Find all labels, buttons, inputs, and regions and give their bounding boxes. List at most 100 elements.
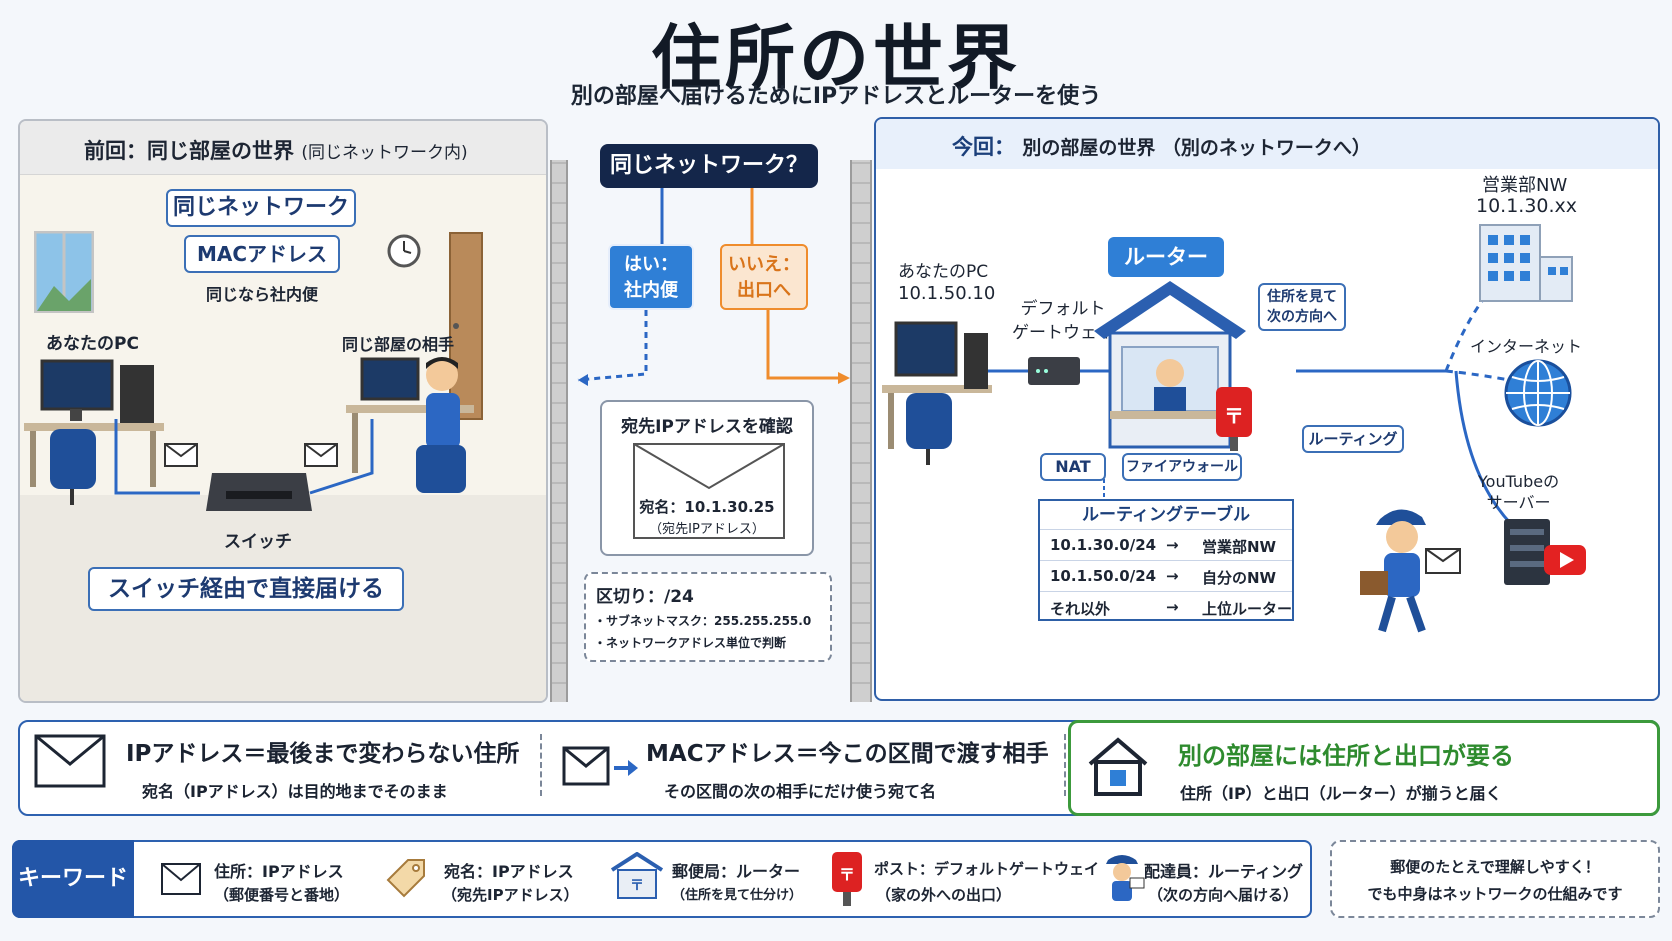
green-summary-sub: 住所（IP）と出口（ルーター）が揃うと届く (1180, 784, 1502, 803)
keyword-title: 郵便局：ルーター (672, 862, 801, 881)
yes-inhouse-label: はい： 社内便 (608, 244, 694, 310)
routing-table-title: ルーティングテーブル (1082, 505, 1250, 525)
table-row: それ以外 → 上位ルーター (1040, 591, 1292, 622)
mailbox-icon: 〒 (832, 852, 862, 906)
peer-label: 同じ部屋の相手 (342, 335, 455, 354)
envelope-icon (164, 443, 198, 467)
svg-text:〒: 〒 (839, 865, 855, 884)
desk-pc-icon (24, 359, 164, 505)
default-gateway-label: デフォルト ゲートウェイ (1012, 299, 1114, 343)
same-network-question: 同じネットワーク？ (600, 144, 818, 188)
note-line-2: でも中身はネットワークの仕組みです (1367, 885, 1623, 903)
envelope-arrow-icon (562, 746, 638, 786)
table-row: 10.1.30.0/24 → 営業部NW (1040, 529, 1292, 560)
nat-label: NAT (1040, 453, 1106, 481)
envelope-address-note: （宛先IPアドレス） (649, 522, 765, 537)
left-panel-title: 前回：同じ部屋の世界 (同じネットワーク内) (84, 135, 468, 165)
right-desk-pc-icon (882, 321, 992, 465)
right-brick-wall (850, 160, 872, 702)
decision-arrows (577, 188, 850, 386)
routing-table: ルーティングテーブル 10.1.30.0/24 → 営業部NW 10.1.50.… (1038, 499, 1294, 621)
switch-cables (114, 419, 374, 495)
keyword-title: 配達員：ルーティング (1144, 862, 1304, 881)
no-exit-label: いいえ： 出口へ (720, 244, 808, 310)
post-office-icon: 〒 (1094, 281, 1246, 449)
ip-summary-title: IPアドレス＝最後まで変わらない住所 (126, 741, 520, 767)
keyword-sub: （住所を見て仕分け） (672, 888, 803, 903)
right-pc-label: あなたのPC (898, 262, 989, 282)
post-office-icon: 〒 (610, 852, 664, 899)
right-panel-title: 今回： 別の部屋の世界 （別のネットワークへ） (952, 131, 1371, 161)
your-pc-label: あなたのPC (46, 334, 139, 354)
routing-label: ルーティング (1302, 425, 1404, 453)
internet-label: インターネット (1470, 337, 1583, 356)
envelope-icon (633, 443, 785, 539)
left-bottom-label: スイッチ経由で直接届ける (88, 567, 404, 611)
envelope-address: 宛名：10.1.30.25 (639, 498, 775, 516)
server-icon (1504, 519, 1586, 585)
right-panel: 今回： 別の部屋の世界 （別のネットワークへ） あなたのPC 10.1.50.1… (874, 117, 1660, 701)
table-row: 10.1.50.0/24 → 自分のNW (1040, 560, 1292, 591)
left-title-main: 前回：同じ部屋の世界 (84, 139, 294, 163)
right-pc-ip: 10.1.50.10 (898, 283, 996, 304)
mac-address-label: MACアドレス (184, 235, 340, 273)
keyword-sub: （宛先IPアドレス） (442, 886, 579, 904)
keyword-title: 住所：IPアドレス (214, 862, 344, 881)
mac-note: 同じなら社内便 (206, 285, 319, 304)
router-label: ルーター (1108, 237, 1224, 277)
keyword-bar (12, 840, 1312, 918)
keyword-sub: （家の外への出口） (876, 886, 1012, 904)
sales-nw-label: 営業部NW (1482, 175, 1568, 196)
right-title-sub: 別の部屋の世界 （別のネットワークへ） (1022, 137, 1371, 159)
subnet-note-box: 区切り：/24 ・サブネットマスク：255.255.255.0 ・ネットワークア… (584, 572, 832, 662)
route-dest: 10.1.30.0/24 (1050, 536, 1157, 554)
summary-divider (540, 734, 542, 796)
envelope-icon (304, 443, 338, 467)
subnet-title: 区切り：/24 (596, 587, 694, 607)
route-dest: それ以外 (1050, 600, 1111, 618)
mac-summary-sub: その区間の次の相手にだけ使う宛て名 (664, 782, 937, 801)
summary-divider (1064, 734, 1066, 796)
house-icon (1088, 737, 1148, 796)
mail-carrier-icon (1106, 855, 1145, 901)
switch-icon (206, 473, 312, 511)
right-panel-header (876, 119, 1658, 169)
keyword-title: ポスト：デフォルトゲートウェイ (874, 860, 1100, 878)
green-summary-title: 別の部屋には住所と出口が要る (1178, 742, 1514, 770)
see-address-label: 住所を見て 次の方向へ (1258, 283, 1346, 331)
keyword-sub: （郵便番号と番地） (214, 886, 350, 904)
peer-person-icon (346, 357, 474, 493)
route-target: 上位ルーター (1202, 600, 1293, 618)
svg-text:〒: 〒 (1158, 307, 1182, 335)
svg-text:〒: 〒 (1224, 404, 1244, 428)
left-brick-wall (550, 160, 568, 702)
page-title: 住所の世界 (651, 17, 1021, 99)
same-network-label: 同じネットワーク (166, 189, 356, 227)
clock-icon (387, 234, 421, 268)
subnet-judge-line: ・ネットワークアドレス単位で判断 (594, 636, 787, 650)
door-icon (449, 232, 483, 420)
keyword-tab: キーワード (12, 840, 134, 918)
window-icon (34, 231, 94, 313)
note-box: 郵便のたとえで理解しやすく！ でも中身はネットワークの仕組みです (1330, 840, 1660, 918)
route-target: 自分のNW (1202, 569, 1277, 587)
note-line-1: 郵便のたとえで理解しやすく！ (1390, 858, 1600, 876)
gateway-device-icon (1028, 357, 1080, 385)
destination-ip-card: 宛先IPアドレスを確認 宛名：10.1.30.25 （宛先IPアドレス） (600, 400, 814, 556)
sales-nw-ip: 10.1.30.xx (1476, 195, 1578, 217)
ip-summary-sub: 宛名（IPアドレス）は目的地までそのまま (142, 782, 448, 801)
globe-icon (1504, 359, 1572, 427)
svg-text:〒: 〒 (630, 878, 644, 894)
tag-icon (386, 859, 425, 898)
firewall-label: ファイアウォール (1122, 453, 1242, 481)
keyword-title: 宛名：IPアドレス (444, 862, 574, 881)
route-arrow: → (1166, 598, 1179, 616)
left-title-sub: (同じネットワーク内) (301, 143, 468, 163)
envelope-icon (161, 863, 201, 895)
destination-ip-title: 宛先IPアドレスを確認 (621, 417, 793, 437)
youtube-server-label: YouTubeの サーバー (1478, 472, 1560, 512)
route-dest: 10.1.50.0/24 (1050, 567, 1157, 585)
subnet-mask-line: ・サブネットマスク：255.255.255.0 (594, 614, 812, 628)
building-icon (1479, 224, 1573, 302)
mail-carrier-icon (1360, 509, 1461, 633)
